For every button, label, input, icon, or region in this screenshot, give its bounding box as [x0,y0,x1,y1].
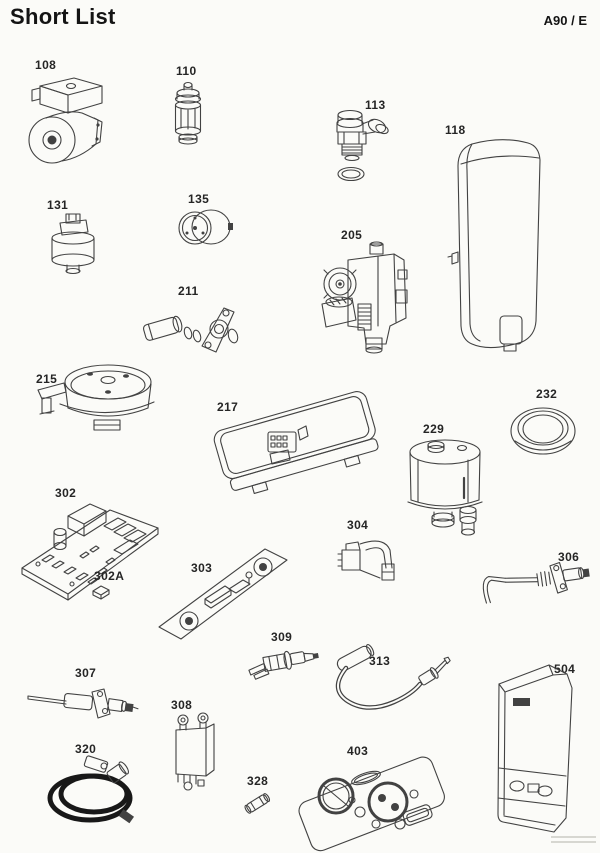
pressure-switch-illustration [51,213,95,275]
small-pcb-illustration [158,548,288,640]
part-232: 232 [507,385,581,459]
part-number: 215 [36,372,58,386]
part-118: 118 [436,122,552,357]
expansion-vessel-illustration [447,139,541,352]
part-number: 302 [55,486,77,500]
part-303: 303 [151,527,299,647]
part-number: 108 [35,58,57,72]
part-number: 309 [271,630,293,644]
part-306: 306 [474,546,596,606]
part-308: 308 [164,698,220,793]
part-number: 320 [75,742,97,756]
part-number: 110 [176,64,197,78]
main-pcb-illustration [21,503,159,601]
part-403: 403 [294,742,448,852]
part-217: 217 [208,376,382,495]
part-number: 328 [247,774,269,788]
part-number: 229 [423,422,445,436]
burner-box-illustration [213,391,379,495]
part-211: 211 [140,284,240,354]
part-number: 205 [341,228,363,242]
transformer-illustration [175,712,215,791]
small-component-illustration [92,585,110,600]
part-108: 108 [18,58,118,168]
part-504: 504 [489,654,585,848]
part-110: 110 [166,64,212,159]
part-313: 313 [326,638,462,720]
probe-illustration [248,650,319,680]
part-131: 131 [42,198,104,286]
part-number: 308 [171,698,193,712]
model-code: A90 / E [543,13,587,28]
clip-illustration [337,540,395,581]
part-number: 307 [75,666,97,680]
electrode-illustration [482,561,590,604]
part-328: 328 [238,774,278,820]
part-135: 135 [172,192,236,258]
part-number: 118 [445,123,466,137]
part-307: 307 [24,664,144,724]
venturi-illustration [142,307,239,353]
front-panel-illustration [497,664,573,833]
part-number: 217 [217,400,239,414]
electrode-illustration [27,688,139,719]
part-number: 232 [536,387,558,401]
page-title: Short List [10,4,116,29]
part-229: 229 [404,420,490,544]
air-vent-illustration [174,81,202,145]
part-302A: 302A [86,569,126,601]
valve-illustration [336,109,389,182]
part-number: 302A [94,569,125,583]
part-number: 306 [558,550,580,564]
part-309: 309 [242,628,324,682]
fan-illustration [37,364,155,431]
cable-lead-illustration [335,644,451,710]
trap-illustration [407,439,483,536]
part-number: 313 [369,654,391,668]
part-number: 113 [365,98,386,112]
part-113: 113 [328,96,390,191]
ignition-cable-illustration [47,755,135,824]
part-205: 205 [316,228,410,356]
gas-valve-illustration [321,241,408,354]
part-number: 403 [347,744,369,758]
part-215: 215 [28,356,156,436]
part-number: 304 [347,518,369,532]
fine-print-smudge [551,836,596,845]
part-number: 504 [554,662,576,676]
gasket-kit-illustration [298,756,445,852]
part-304: 304 [334,516,400,588]
fuse-illustration [244,793,271,814]
part-number: 135 [188,192,210,206]
gauge-illustration [178,209,233,245]
part-number: 303 [191,561,213,575]
seal-ring-illustration [510,407,576,455]
part-320: 320 [38,740,142,830]
part-number: 131 [47,198,69,212]
part-number: 211 [178,284,199,298]
part-302: 302 [16,482,166,606]
pump-illustration [28,77,103,164]
